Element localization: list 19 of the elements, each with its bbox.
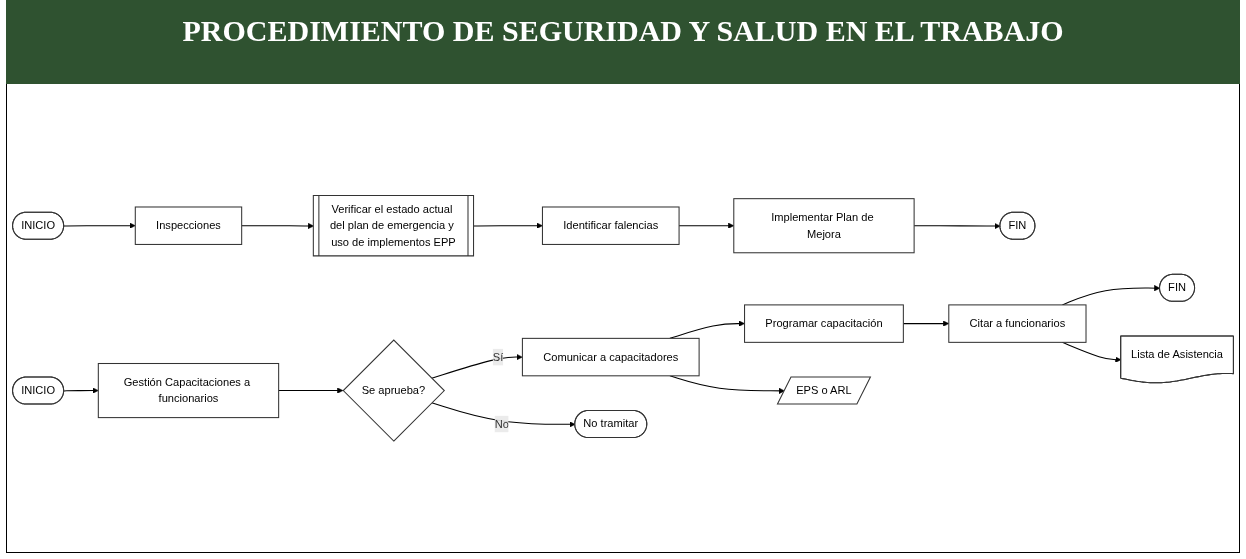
node-box: Citar a funcionarios (948, 304, 1087, 343)
node-box: Implementar Plan de Mejora (733, 197, 915, 253)
arrow (241, 222, 314, 229)
arrow (431, 353, 523, 379)
node-box: Comunicar a capacitadores (521, 337, 700, 376)
arrow (63, 222, 136, 229)
arrow (473, 222, 543, 229)
node-box: Programar capacitación (744, 304, 904, 343)
node-box: Inspecciones (134, 206, 243, 245)
arrow (278, 387, 344, 394)
arrow (669, 375, 785, 394)
node-box: Gestión Capacitaciones a funcionarios (97, 362, 280, 418)
edge-label: No (494, 417, 509, 430)
title: PROCEDIMIENTO DE SEGURIDAD Y SALUD EN EL TRABAJO (182, 14, 1064, 47)
edge-label: Sí (492, 350, 504, 363)
arrow (63, 387, 99, 394)
arrow (669, 320, 745, 339)
node-diamond: Se aprueba? (342, 339, 446, 442)
node-box: Identificar falencias (541, 206, 680, 245)
